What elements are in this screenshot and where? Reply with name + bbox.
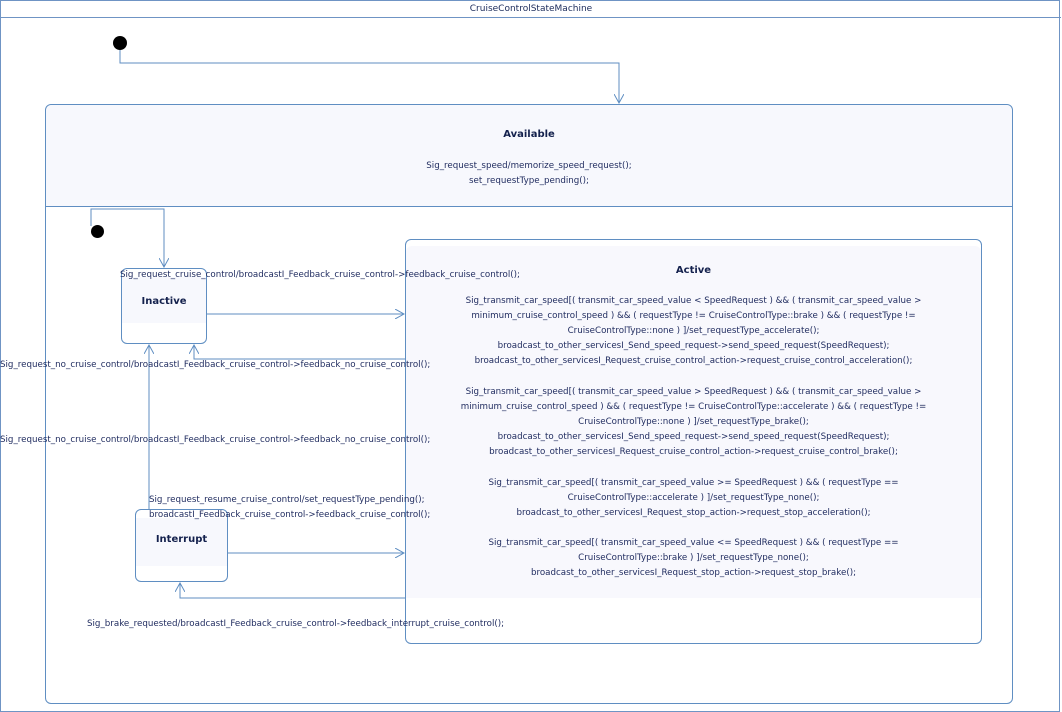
- active-action-line: Sig_transmit_car_speed[( transmit_car_sp…: [488, 478, 899, 488]
- transition-active-to-inactive: [194, 345, 405, 360]
- state-inactive[interactable]: Inactive: [121, 268, 207, 344]
- state-active[interactable]: Active Sig_transmit_car_speed[( transmit…: [405, 239, 982, 644]
- active-action-line: CruiseControlType::none ) ]/set_requestT…: [567, 326, 820, 336]
- state-available-name: Available: [503, 129, 555, 140]
- state-inactive-name: Inactive: [141, 296, 187, 307]
- active-action-line: broadcast_to_other_servicesI_Request_cru…: [474, 356, 913, 366]
- transition-initial-to-inactive: [90, 208, 164, 267]
- active-action-line: Sig_transmit_car_speed[( transmit_car_sp…: [488, 538, 899, 548]
- available-action-1: Sig_request_speed/memorize_speed_request…: [426, 161, 632, 171]
- active-action-line: CruiseControlType::accelerate ) ]/set_re…: [567, 493, 820, 503]
- active-action-line: CruiseControlType::none ) ]/set_requestT…: [578, 417, 809, 427]
- transition-label-active-to-interrupt: Sig_brake_requested/broadcastI_Feedback_…: [87, 619, 505, 629]
- active-action-line: minimum_cruise_control_speed ) && ( requ…: [460, 402, 927, 412]
- transition-label-resume-1: Sig_request_resume_cruise_control/set_re…: [149, 495, 425, 505]
- transition-label-inactive-to-active: Sig_request_cruise_control/broadcastI_Fe…: [120, 270, 520, 280]
- state-active-name: Active: [675, 265, 712, 276]
- active-action-line: Sig_transmit_car_speed[( transmit_car_sp…: [465, 296, 922, 306]
- active-action-line: broadcast_to_other_servicesI_Request_sto…: [530, 568, 857, 578]
- active-action-line: broadcast_to_other_servicesI_Request_cru…: [489, 447, 898, 457]
- active-action-line: minimum_cruise_control_speed ) && ( requ…: [471, 311, 916, 321]
- diagram-title: CruiseControlStateMachine: [1, 1, 1061, 18]
- active-action-line: CruiseControlType::brake ) ]/set_request…: [578, 553, 809, 563]
- active-action-line: broadcast_to_other_servicesI_Send_speed_…: [497, 341, 890, 351]
- transition-label-active-to-inactive: Sig_request_no_cruise_control/broadcastI…: [0, 360, 431, 370]
- state-interrupt[interactable]: Interrupt: [135, 509, 228, 582]
- transition-initial-to-available: [119, 50, 619, 103]
- state-interrupt-name: Interrupt: [155, 534, 208, 545]
- initial-state-dot-inner: [91, 225, 104, 238]
- active-action-line: broadcast_to_other_servicesI_Request_sto…: [516, 508, 871, 518]
- initial-state-dot: [113, 36, 127, 50]
- available-action-2: set_requestType_pending();: [469, 176, 589, 186]
- active-action-line: Sig_transmit_car_speed[( transmit_car_sp…: [465, 387, 922, 397]
- transition-active-to-interrupt: [180, 583, 405, 599]
- transition-label-interrupt-to-inactive: Sig_request_no_cruise_control/broadcastI…: [0, 435, 431, 445]
- active-action-line: broadcast_to_other_servicesI_Send_speed_…: [497, 432, 890, 442]
- transition-label-resume-2: broadcastI_Feedback_cruise_control->feed…: [149, 510, 431, 520]
